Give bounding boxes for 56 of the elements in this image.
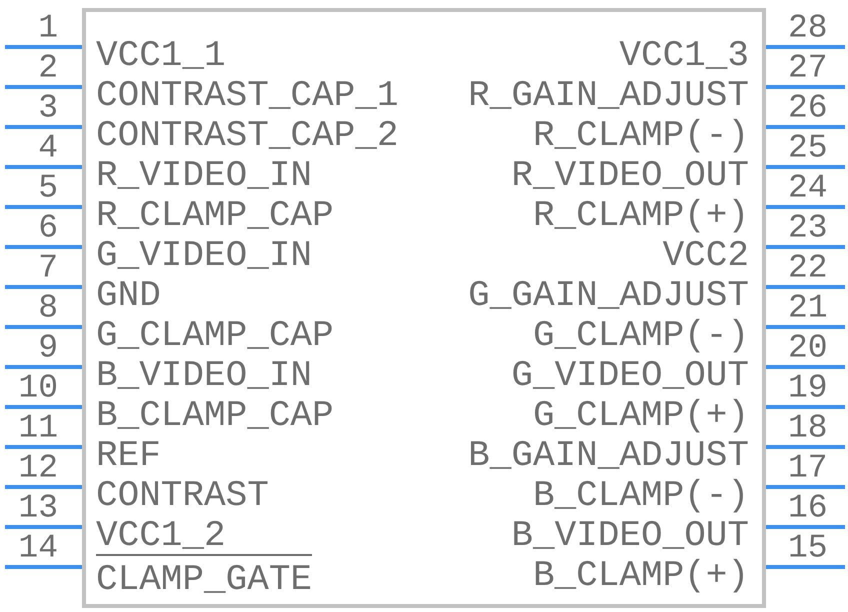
pin-name: CONTRAST_CAP_2 xyxy=(96,118,398,154)
pin-name: R_CLAMP_CAP xyxy=(96,198,334,234)
pin-number: 17 xyxy=(788,452,828,484)
pin-name: CONTRAST_CAP_1 xyxy=(96,78,398,114)
pin-name: CLAMP_GATE xyxy=(96,554,312,598)
pin-name: R_VIDEO_IN xyxy=(96,158,312,194)
pin-number: 12 xyxy=(18,452,58,484)
pin-name: G_GAIN_ADJUST xyxy=(468,278,749,314)
pin-number: 21 xyxy=(788,292,828,324)
pin-number: 15 xyxy=(788,532,828,564)
pin-number: 13 xyxy=(18,492,58,524)
pin-number: 28 xyxy=(788,12,828,44)
pin-number: 7 xyxy=(38,252,58,284)
pin-name: G_CLAMP(+) xyxy=(532,398,749,434)
pin-name: R_GAIN_ADJUST xyxy=(468,78,749,114)
pin-name: VCC2 xyxy=(662,238,749,274)
pin-number: 1 xyxy=(38,12,58,44)
pin-number: 3 xyxy=(38,92,58,124)
pin-number: 10 xyxy=(18,372,58,404)
pin-name: VCC1_1 xyxy=(96,38,226,74)
pin-number: 23 xyxy=(788,212,828,244)
pin-number: 19 xyxy=(788,372,828,404)
pin-name: B_VIDEO_IN xyxy=(96,358,312,394)
pin-name: G_VIDEO_IN xyxy=(96,238,312,274)
pin-number: 16 xyxy=(788,492,828,524)
pin-name: B_CLAMP(+) xyxy=(532,558,749,594)
pin-number: 9 xyxy=(38,332,58,364)
pin-name: R_CLAMP(+) xyxy=(532,198,749,234)
pin-name: G_CLAMP_CAP xyxy=(96,318,334,354)
pin-name: REF xyxy=(96,438,161,474)
pin-number: 2 xyxy=(38,52,58,84)
pin-number: 26 xyxy=(788,92,828,124)
pin-name: B_CLAMP_CAP xyxy=(96,398,334,434)
pin-number: 27 xyxy=(788,52,828,84)
pin-name: GND xyxy=(96,278,161,314)
pin-number: 18 xyxy=(788,412,828,444)
pin-name: G_CLAMP(-) xyxy=(532,318,749,354)
pin-number: 6 xyxy=(38,212,58,244)
pin-name: VCC1_3 xyxy=(619,38,749,74)
pin-name: R_CLAMP(-) xyxy=(532,118,749,154)
pin-name: B_CLAMP(-) xyxy=(532,478,749,514)
pin-number: 14 xyxy=(18,532,58,564)
pin-number: 8 xyxy=(38,292,58,324)
pin-name: VCC1_2 xyxy=(96,518,226,554)
pin-name: B_GAIN_ADJUST xyxy=(468,438,749,474)
pin-number: 5 xyxy=(38,172,58,204)
pin-number: 4 xyxy=(38,132,58,164)
pin-number: 20 xyxy=(788,332,828,364)
pin-number: 11 xyxy=(18,412,58,444)
pin-number: 22 xyxy=(788,252,828,284)
pin-name: CONTRAST xyxy=(96,478,269,514)
pin-number: 25 xyxy=(788,132,828,164)
pin-name: G_VIDEO_OUT xyxy=(511,358,749,394)
pin-name: B_VIDEO_OUT xyxy=(511,518,749,554)
pin-name: R_VIDEO_OUT xyxy=(511,158,749,194)
pin-number: 24 xyxy=(788,172,828,204)
